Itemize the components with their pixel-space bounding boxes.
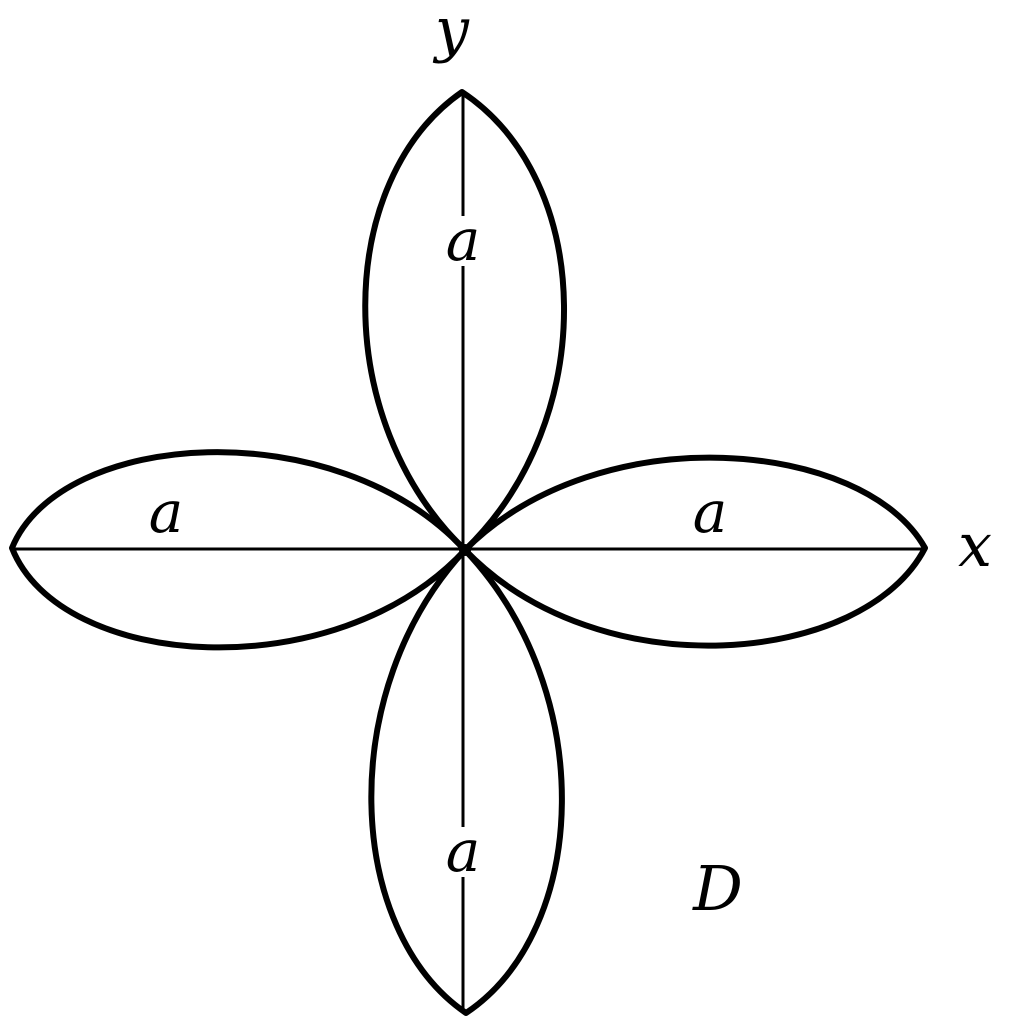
petal-right (462, 454, 928, 649)
petal-label-top: a (446, 206, 481, 274)
petal-top (362, 89, 567, 553)
origin-point (459, 544, 471, 556)
petal-left (9, 449, 468, 651)
label-mask-bottom (438, 827, 488, 877)
y-axis-label: y (432, 0, 470, 65)
petal-bottom (368, 547, 565, 1016)
label-mask-top (438, 216, 488, 266)
petal-label-left: a (149, 478, 184, 546)
x-axis-label: x (958, 511, 992, 581)
petal-label-bottom: a (446, 817, 481, 885)
figure-label: D (692, 852, 743, 925)
petal-label-right: a (693, 478, 728, 546)
